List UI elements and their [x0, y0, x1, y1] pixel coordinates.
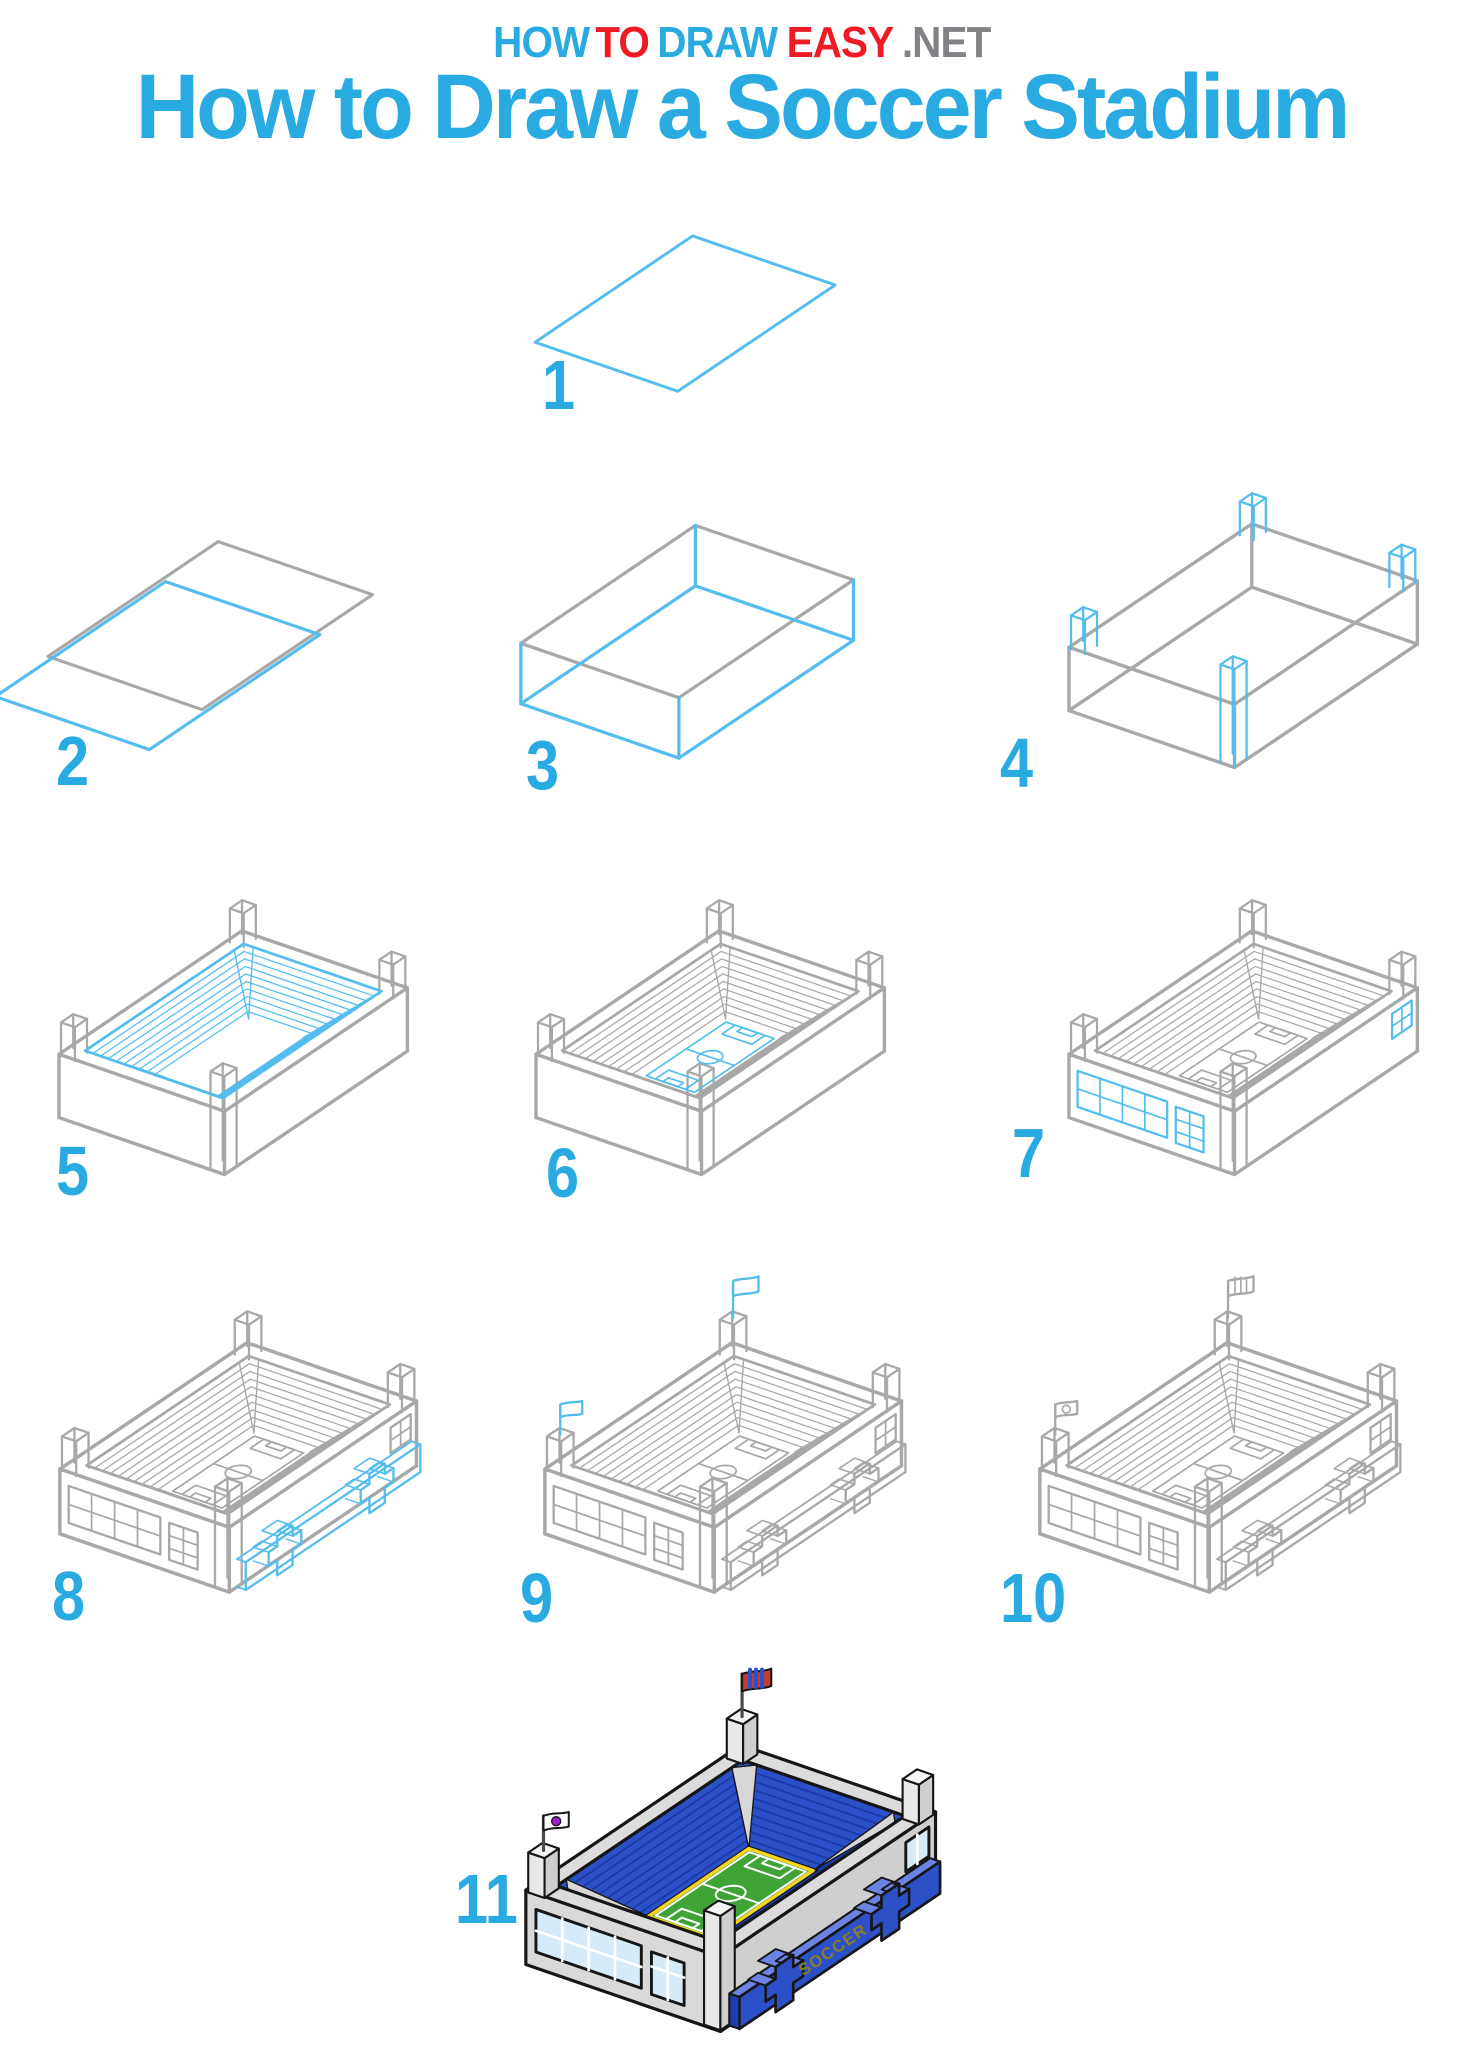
page-title: How to Draw a Soccer Stadium: [135, 55, 1351, 158]
step-9-number: 9: [520, 1559, 554, 1637]
step-5-number: 5: [56, 1132, 90, 1210]
step-2-number: 2: [56, 722, 90, 800]
step-1-number: 1: [542, 346, 576, 424]
logo-part-draw: DRAW: [656, 18, 778, 67]
step-11-number: 11: [455, 1860, 518, 1938]
logo-part-easy: EASY: [786, 18, 894, 67]
step-8-number: 8: [52, 1557, 86, 1635]
step-4-number: 4: [1000, 724, 1034, 802]
step-3-number: 3: [526, 726, 560, 804]
step-8-drawing: [58, 1310, 422, 1594]
step-11-drawing: SOCCER: [524, 1667, 942, 2034]
step-7-drawing: [1067, 899, 1420, 1177]
step-5-drawing: [57, 899, 410, 1177]
step-9-drawing: [543, 1275, 907, 1594]
step-1-drawing: [533, 234, 837, 393]
step-4-drawing: [1067, 492, 1420, 770]
step-10-number: 10: [1000, 1559, 1067, 1637]
step-10-drawing: [1038, 1275, 1402, 1594]
step-3-drawing: [519, 523, 856, 760]
step-6-number: 6: [546, 1134, 580, 1212]
step-2-drawing: [0, 540, 374, 752]
logo-part-to: TO: [595, 18, 651, 67]
step-6-drawing: [534, 899, 887, 1177]
logo-part-net: .NET: [901, 18, 991, 67]
step-7-number: 7: [1012, 1114, 1046, 1192]
logo-part-how: HOW: [493, 18, 590, 67]
